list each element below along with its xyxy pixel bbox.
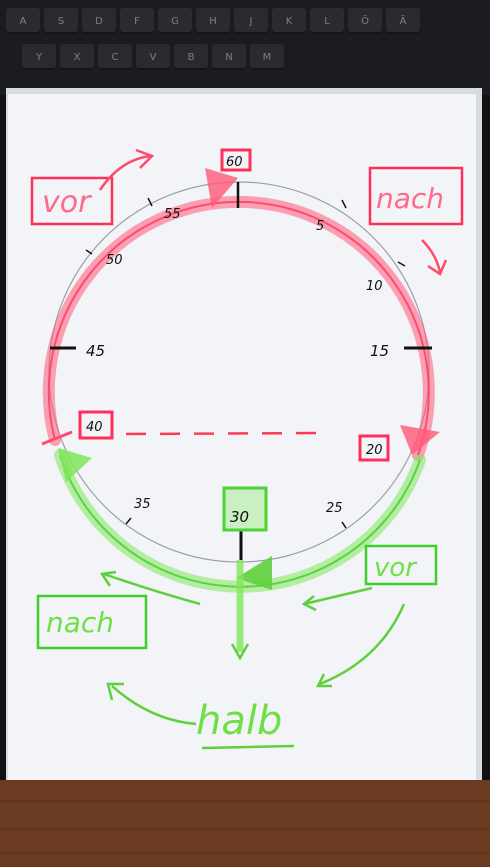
box-20 — [358, 434, 390, 462]
nach-top-label: nach — [376, 182, 444, 215]
vor-bottom-label: vor — [374, 553, 418, 583]
key-ä: Ä — [386, 8, 420, 34]
minute-20: 20 — [366, 443, 383, 458]
minute-50: 50 — [106, 253, 123, 268]
red-arc — [42, 195, 435, 461]
key-ö: Ö — [348, 8, 382, 34]
key-x: X — [60, 44, 94, 70]
key-l: L — [310, 8, 344, 34]
vor-top-label: vor — [42, 185, 92, 220]
vor-top-box — [30, 176, 114, 226]
dashed-line — [125, 431, 329, 436]
minute-35: 35 — [134, 497, 151, 512]
nach-bottom-box — [36, 594, 148, 650]
key-m: M — [250, 44, 284, 70]
key-d: D — [82, 8, 116, 34]
key-b: B — [174, 44, 208, 70]
green-arrowhead-bottom — [236, 556, 272, 590]
minute-25: 25 — [326, 501, 343, 516]
red-arrowhead-top — [205, 168, 238, 208]
key-s: S — [44, 8, 78, 34]
minute-55: 55 — [164, 207, 181, 222]
minute-15: 15 — [370, 342, 389, 360]
vor-bottom-box — [364, 544, 438, 586]
red-arrowhead-right — [400, 425, 440, 455]
minute-40: 40 — [86, 420, 103, 435]
green-arrowhead-left — [58, 448, 92, 482]
key-h: H — [196, 8, 230, 34]
key-a: A — [6, 8, 40, 34]
key-y: Y — [22, 44, 56, 70]
key-k: K — [272, 8, 306, 34]
red-arrow-vor — [98, 148, 155, 191]
halb-label: halb — [196, 698, 282, 744]
box-60 — [220, 148, 252, 172]
nach-top-box — [368, 166, 464, 226]
red-arrow-nach — [421, 239, 448, 276]
minute-45: 45 — [86, 342, 105, 360]
minute-30: 30 — [230, 508, 249, 526]
halb-underline — [201, 744, 295, 750]
key-v: V — [136, 44, 170, 70]
key-j: J — [234, 8, 268, 34]
key-c: C — [98, 44, 132, 70]
minute-10: 10 — [366, 279, 383, 294]
minute-5: 5 — [316, 219, 324, 234]
key-n: N — [212, 44, 246, 70]
box-40 — [78, 410, 114, 440]
key-f: F — [120, 8, 154, 34]
wooden-table — [0, 780, 490, 867]
nach-bottom-label: nach — [46, 606, 114, 639]
key-g: G — [158, 8, 192, 34]
minute-60: 60 — [226, 155, 243, 170]
box-30 — [222, 486, 268, 532]
